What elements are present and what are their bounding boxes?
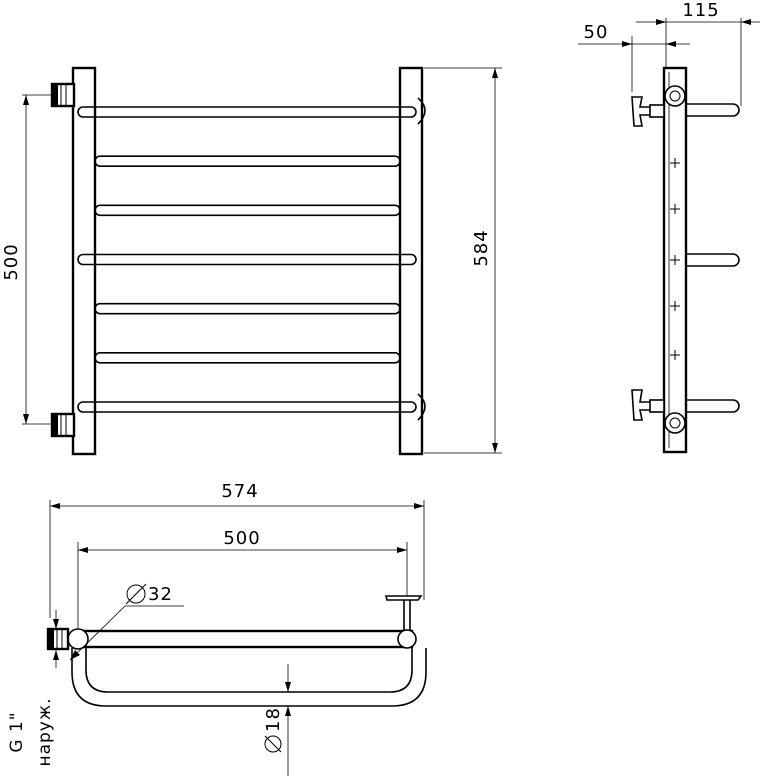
side-bottom-rail [686,399,740,413]
front-right-bottom-bracket [417,393,426,421]
bottom-left-joint [67,628,89,650]
bottom-dia-18-label: 18 [263,707,284,732]
front-rung [94,302,401,315]
front-left-pipe [71,66,97,456]
bottom-right-wall-bracket [384,595,423,630]
bottom-right-joint [397,629,417,649]
side-mark [670,350,680,360]
side-top-rail [686,103,740,117]
bottom-dim-500: 500 [77,528,408,628]
bottom-view: 574 500 32 [7,481,427,776]
front-view: 500 584 [1,66,502,456]
front-rung [94,352,401,364]
side-bottom-port [664,412,686,434]
front-rung [77,106,417,118]
bottom-rail-outer [71,648,427,707]
front-dim-500: 500 [1,94,52,425]
side-middle-rail [686,253,740,267]
side-dim-50: 50 [578,18,690,92]
front-left-top-fitting [50,82,76,108]
side-mark [670,301,680,311]
bottom-dim-574: 574 [49,481,425,618]
front-rung [94,155,401,167]
bottom-dim-500-label: 500 [223,528,260,549]
thread-type-label: наруж. [35,697,55,766]
bottom-dim-574-label: 574 [221,481,258,502]
side-mark [670,255,680,265]
bottom-rail-inner [85,648,413,693]
thread-leader [53,610,59,668]
side-dim-115: 115 [636,0,760,106]
front-rung [77,401,417,413]
side-pipe [662,66,688,454]
bottom-left-fitting [46,627,70,651]
front-right-pipe [398,66,424,456]
front-dim-500-label: 500 [1,243,22,280]
front-right-top-bracket [417,97,426,125]
side-mark [670,158,680,168]
front-left-bottom-fitting [50,412,76,438]
bottom-main-pipe [72,629,414,649]
side-top-wall-bracket [631,96,665,127]
front-dim-584-label: 584 [471,229,492,266]
side-marks [670,158,680,360]
side-bottom-wall-bracket [631,389,665,421]
bottom-dia-32: 32 [69,583,184,661]
thread-size-label: G 1" [7,711,27,752]
side-dim-115-label: 115 [682,0,719,21]
bottom-dia-32-label: 32 [148,584,173,605]
front-rung [77,253,417,266]
front-rung [94,204,401,217]
bottom-dia-18: 18 [263,664,291,776]
side-view: 50 115 [578,0,760,454]
side-top-port [664,85,686,107]
front-dim-584: 584 [424,67,502,454]
side-dim-50-label: 50 [584,22,609,43]
front-rungs [77,106,417,413]
side-mark [670,204,680,214]
